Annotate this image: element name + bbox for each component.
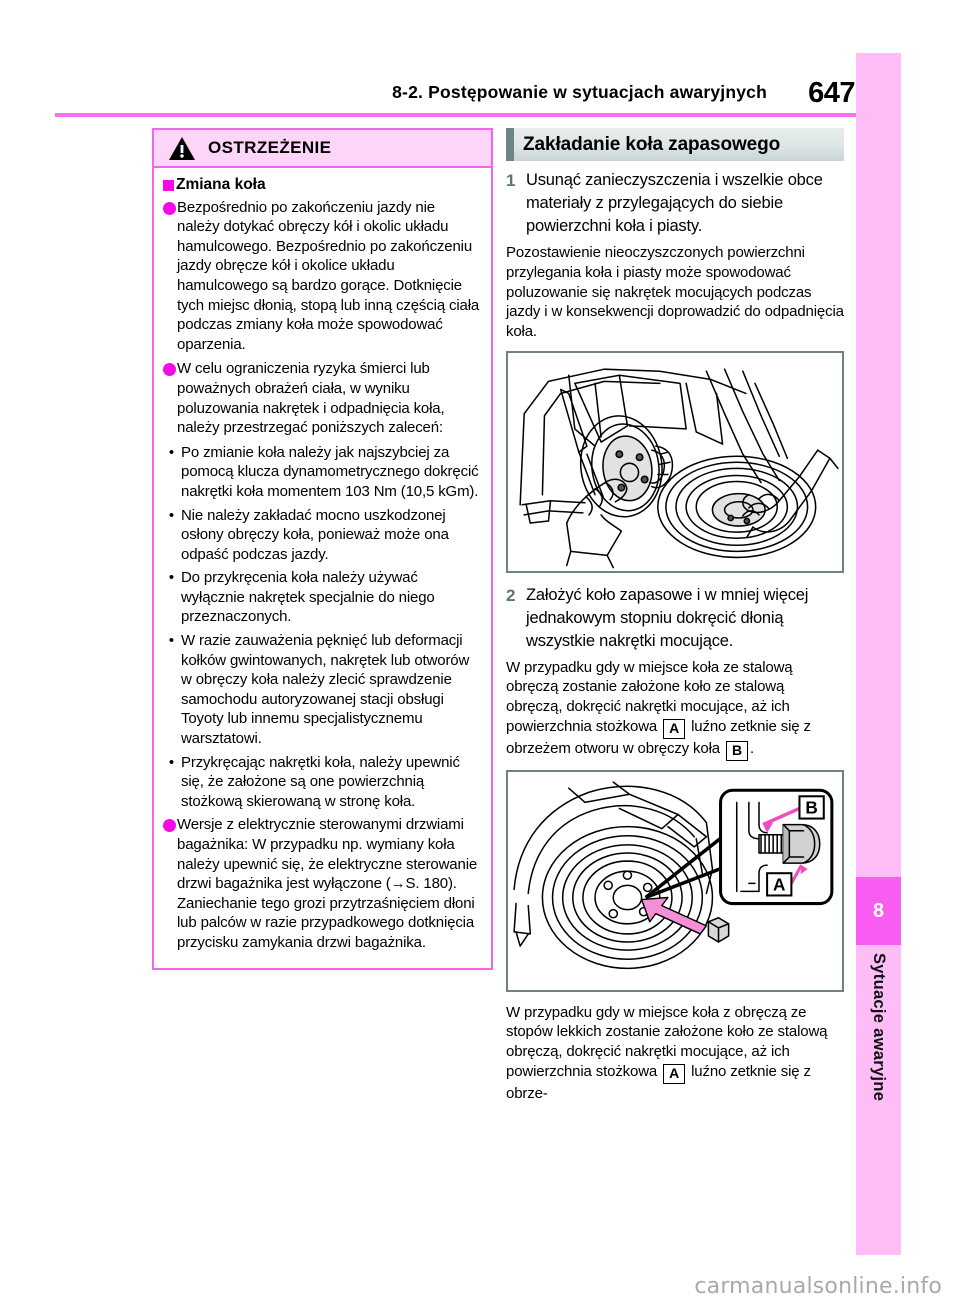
warning-item: Wersje z elektrycznie sterowanymi drzwia… (163, 815, 481, 952)
step-1-text: Usunąć zanieczyszczenia i wszelkie obce … (526, 171, 823, 235)
dash-bullet-icon: • (168, 443, 175, 461)
paragraph-3-part2: luźno zetknie się z obrze- (506, 1062, 811, 1102)
paragraph-2-part2: luźno zetknie się z obrzeżem otworu (506, 717, 811, 757)
paragraph-2-part4: . (749, 739, 754, 757)
warning-item-text: Wersje z elektrycznie sterowanymi drzwia… (177, 816, 478, 951)
detail-inset: B A (719, 788, 834, 906)
figure-1 (506, 350, 844, 573)
warning-box: OSTRZEŻENIE Zmiana koła Bezpośrednio po … (152, 128, 493, 970)
warning-body: Zmiana koła Bezpośrednio po zakończeniu … (154, 168, 491, 968)
warning-item: • Przykręcając nakrętki koła, należy upe… (163, 753, 481, 812)
page-number: 647 (808, 77, 855, 109)
dash-bullet-icon: • (168, 506, 175, 524)
step-2: 2 Założyć koło zapasowe i w mniej więcej… (506, 584, 844, 653)
warning-item-text: W razie zauważenia pęknięć lub deformacj… (181, 632, 470, 748)
warning-header: OSTRZEŻENIE (154, 130, 491, 168)
dot-bullet-icon (163, 201, 176, 215)
warning-item-text: Po zmianie koła należy jak najszybciej z… (181, 443, 479, 500)
warning-title: OSTRZEŻENIE (208, 138, 332, 157)
warning-item-text: Bezpośrednio po zakończeniu jazdy nie na… (177, 198, 480, 353)
warning-item-text: W celu ograniczenia ryzyka śmierci lub p… (177, 360, 445, 437)
paragraph-3: W przypadku gdy w miejsce koła z obręczą… (506, 1003, 844, 1104)
paragraph-2: W przypadku gdy w miejsce koła ze stalow… (506, 658, 844, 761)
warning-item: Bezpośrednio po zakończeniu jazdy nie na… (163, 198, 481, 355)
paragraph-1: Pozostawienie nieoczyszczonych powierzch… (506, 244, 844, 341)
dot-bullet-icon (163, 819, 176, 833)
paragraph-3-part1: W przypadku gdy w miejsce koła z obręczą… (506, 1003, 828, 1080)
warning-subheading: Zmiana koła (163, 176, 481, 195)
square-bullet-icon (163, 180, 174, 191)
reference-badge-a-2: A (663, 1063, 686, 1084)
left-column: OSTRZEŻENIE Zmiana koła Bezpośrednio po … (152, 128, 493, 970)
warning-item: • Nie należy zakładać mocno uszkodzonej … (163, 506, 481, 565)
page-title: 8-2. Postępowanie w sytuacjach awaryjnyc… (392, 82, 767, 102)
warning-item: • Po zmianie koła należy jak najszybciej… (163, 443, 481, 502)
step-1: 1 Usunąć zanieczyszczenia i wszelkie obc… (506, 169, 844, 238)
reference-badge-a: A (663, 718, 686, 739)
wheel-nut-seating-illustration: B A (513, 781, 834, 970)
chapter-number-badge: 8 (856, 877, 901, 945)
reference-badge-b: B (725, 740, 748, 761)
figure2-callout-b-label: B (805, 797, 817, 817)
step-1-number: 1 (506, 171, 516, 190)
warning-triangle-icon (169, 136, 195, 160)
watermark: carmanualsonline.info (694, 1274, 942, 1299)
figure2-callout-a-label: A (773, 874, 785, 894)
pink-arrow-icon (640, 896, 708, 935)
warning-subheading-text: Zmiana koła (176, 176, 266, 193)
chapter-label-text: Sytuacje awaryjne (870, 953, 888, 1102)
step-2-number: 2 (506, 585, 516, 605)
header-divider (55, 113, 856, 117)
warning-item-text: Nie należy zakładać mocno uszkodzonej os… (181, 506, 449, 563)
dash-bullet-icon: • (168, 753, 175, 771)
dot-bullet-icon (163, 363, 176, 377)
warning-item-text: Do przykręcenia koła należy używać wyłąc… (181, 569, 435, 626)
chapter-sidebar: 8 Sytuacje awaryjne (856, 53, 901, 1255)
dash-bullet-icon: • (168, 569, 175, 587)
section-header: Zakładanie koła zapasowego (506, 128, 844, 161)
warning-item-text: Przykręcając nakrętki koła, należy upewn… (181, 753, 460, 810)
dash-bullet-icon: • (168, 632, 175, 650)
step-2-text: Założyć koło zapasowe i w mniej więcej j… (526, 585, 809, 650)
right-column: Zakładanie koła zapasowego 1 Usunąć zani… (506, 128, 844, 1113)
chapter-label: Sytuacje awaryjne (856, 953, 901, 1253)
warning-item: • W razie zauważenia pęknięć lub deforma… (163, 631, 481, 749)
section-title: Zakładanie koła zapasowego (523, 133, 781, 155)
paragraph-2-part3: w obręczy koła (622, 739, 720, 757)
cleaning-hub-and-spare-wheel-illustration (519, 368, 839, 569)
page-header: 8-2. Postępowanie w sytuacjach awaryjnyc… (55, 72, 855, 112)
warning-item: • Do przykręcenia koła należy używać wył… (163, 568, 481, 627)
warning-item: W celu ograniczenia ryzyka śmierci lub p… (163, 359, 481, 437)
figure-2: B A (506, 769, 844, 992)
paragraph-2-part1: W przypadku gdy w miejsce koła ze stalow… (506, 658, 793, 735)
